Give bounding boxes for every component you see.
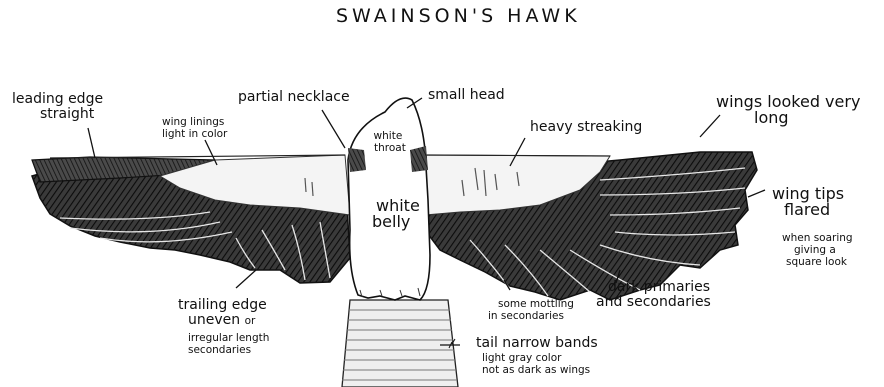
label-when-soaring: when soaring giving a square look: [782, 232, 853, 268]
pointer-trailing-edge: [236, 270, 256, 288]
label-leading-edge: leading edge straight: [12, 92, 103, 122]
label-some-mottling: some mottling in secondaries: [488, 298, 574, 322]
label-heavy-streaking: heavy streaking: [530, 120, 642, 135]
label-white-belly: white belly: [372, 198, 420, 230]
label-small-head: small head: [428, 88, 505, 103]
label-dark-primaries: dark primaries and secondaries: [596, 280, 711, 310]
pointer-leading-edge: [88, 128, 95, 158]
left-wing: [32, 155, 350, 283]
label-wing-tips: wing tips flared: [772, 186, 844, 218]
label-white-throat: white throat: [370, 130, 406, 154]
label-irregular-length: irregular length secondaries: [188, 332, 269, 356]
necklace-right: [410, 146, 428, 172]
label-wings-long: wings looked very long: [716, 94, 860, 126]
tail: [342, 300, 458, 387]
label-wing-linings: wing linings light in color: [162, 116, 227, 140]
label-partial-necklace: partial necklace: [238, 90, 350, 105]
label-tail-color: light gray color not as dark as wings: [482, 352, 590, 376]
pointer-necklace: [322, 110, 345, 148]
diagram-title: SWAINSON'S HAWK: [336, 9, 581, 24]
label-trailing-edge: trailing edge uneven or: [178, 298, 267, 329]
pointer-wing-tips: [748, 190, 765, 197]
necklace-left: [348, 148, 366, 172]
label-tail-bands: tail narrow bands: [476, 336, 598, 351]
